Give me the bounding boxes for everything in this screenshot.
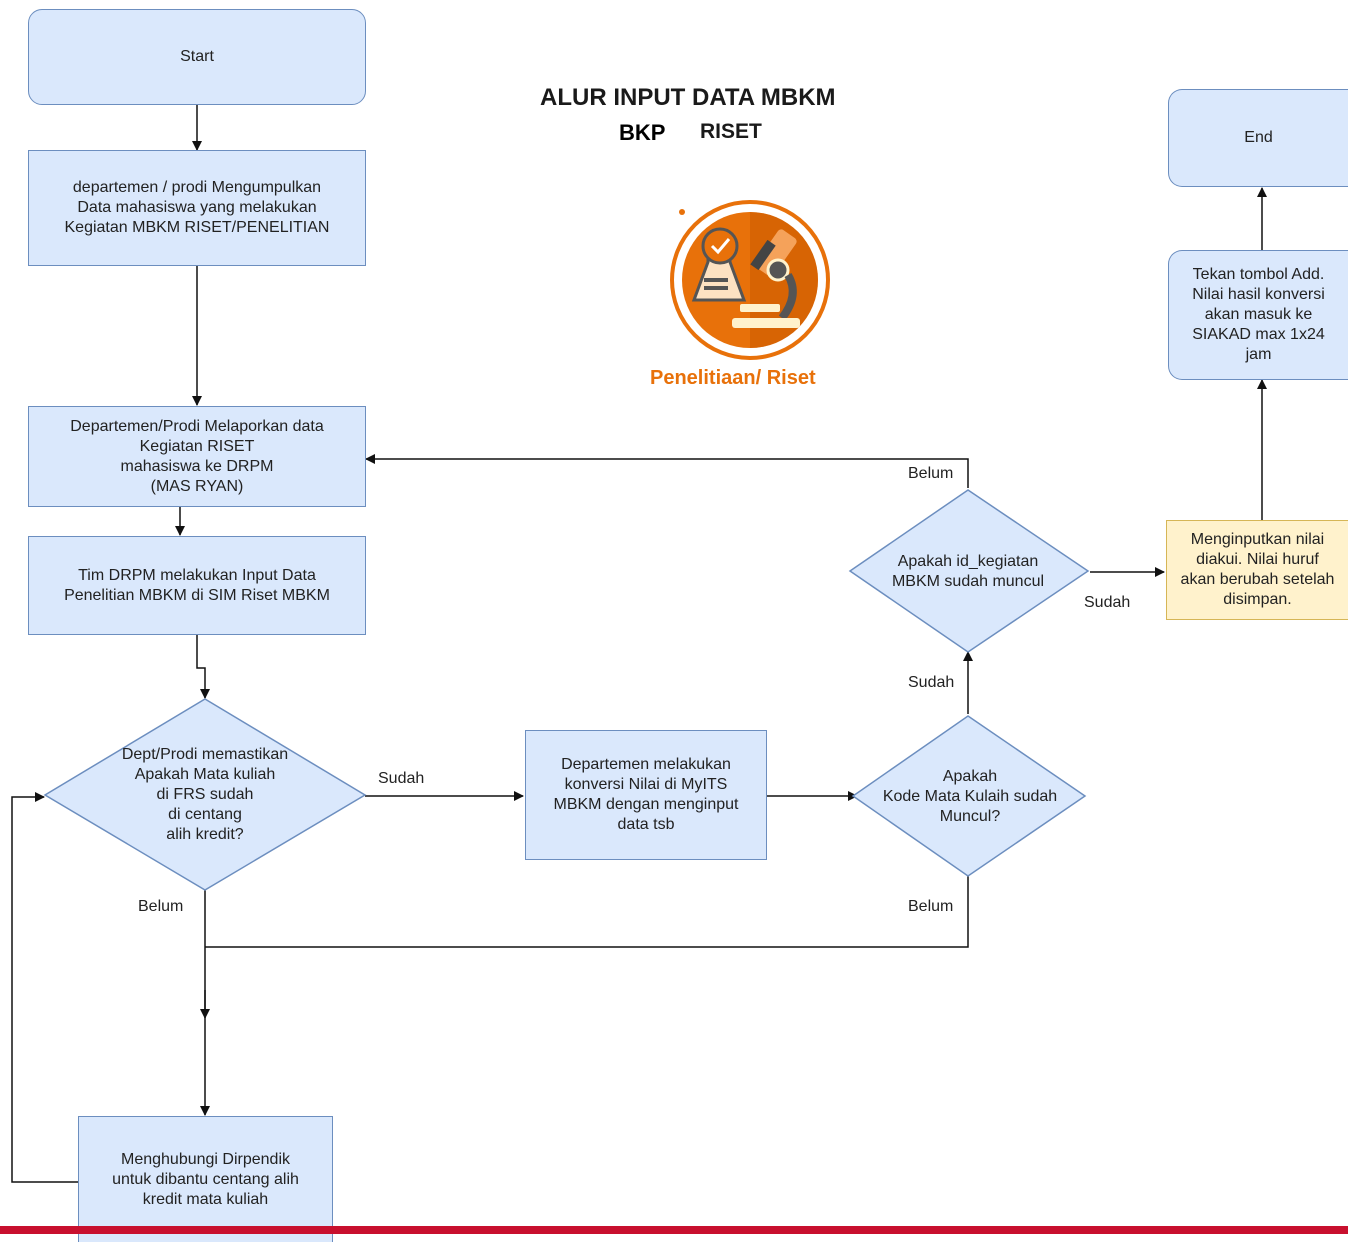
label-code-yes: Sudah (908, 674, 955, 691)
logo-caption: Penelitiaan/ Riset (650, 367, 816, 389)
label-id-yes: Sudah (1084, 594, 1131, 611)
edge-drpm-frs (196, 635, 210, 699)
node-collect: departemen / prodi Mengumpulkan Data mah… (28, 150, 366, 266)
node-report: Departemen/Prodi Melaporkan data Kegiata… (28, 406, 366, 507)
node-check-code: Apakah Kode Mata Kulaih sudah Muncul? (882, 768, 1058, 825)
edge-contact-loop (11, 792, 78, 1183)
diamond-check-code (851, 715, 1087, 877)
microscope-icon (670, 200, 830, 360)
title-riset: RISET (700, 120, 762, 143)
title-bkp: BKP (619, 120, 666, 145)
diagram-title: ALUR INPUT DATA MBKM (540, 84, 836, 111)
node-drpm-input: Tim DRPM melakukan Input Data Penelitian… (28, 536, 366, 635)
node-input-grade: Menginputkan nilai diakui. Nilai huruf a… (1166, 520, 1348, 620)
research-logo (660, 200, 840, 368)
node-convert: Departemen melakukan konversi Nilai di M… (525, 730, 767, 860)
node-start: Start (28, 9, 366, 105)
node-add: Tekan tombol Add. Nilai hasil konversi a… (1168, 250, 1348, 380)
edge-code-no (205, 876, 969, 948)
footer-bar (0, 1226, 1348, 1234)
label-code-no: Belum (908, 898, 954, 915)
node-end: End (1168, 89, 1348, 187)
diamond-check-frs (43, 698, 367, 891)
node-check-id: Apakah id_kegiatan MBKM sudah muncul (891, 553, 1045, 590)
edge-id-report (365, 454, 969, 488)
node-check-frs: Dept/Prodi memastikan Apakah Mata kuliah… (121, 746, 289, 843)
label-frs-yes: Sudah (378, 770, 425, 787)
node-contact: Menghubungi Dirpendik untuk dibantu cent… (78, 1116, 333, 1242)
label-id-no: Belum (908, 465, 954, 482)
label-frs-no: Belum (138, 898, 184, 915)
diamond-check-id (848, 489, 1090, 653)
